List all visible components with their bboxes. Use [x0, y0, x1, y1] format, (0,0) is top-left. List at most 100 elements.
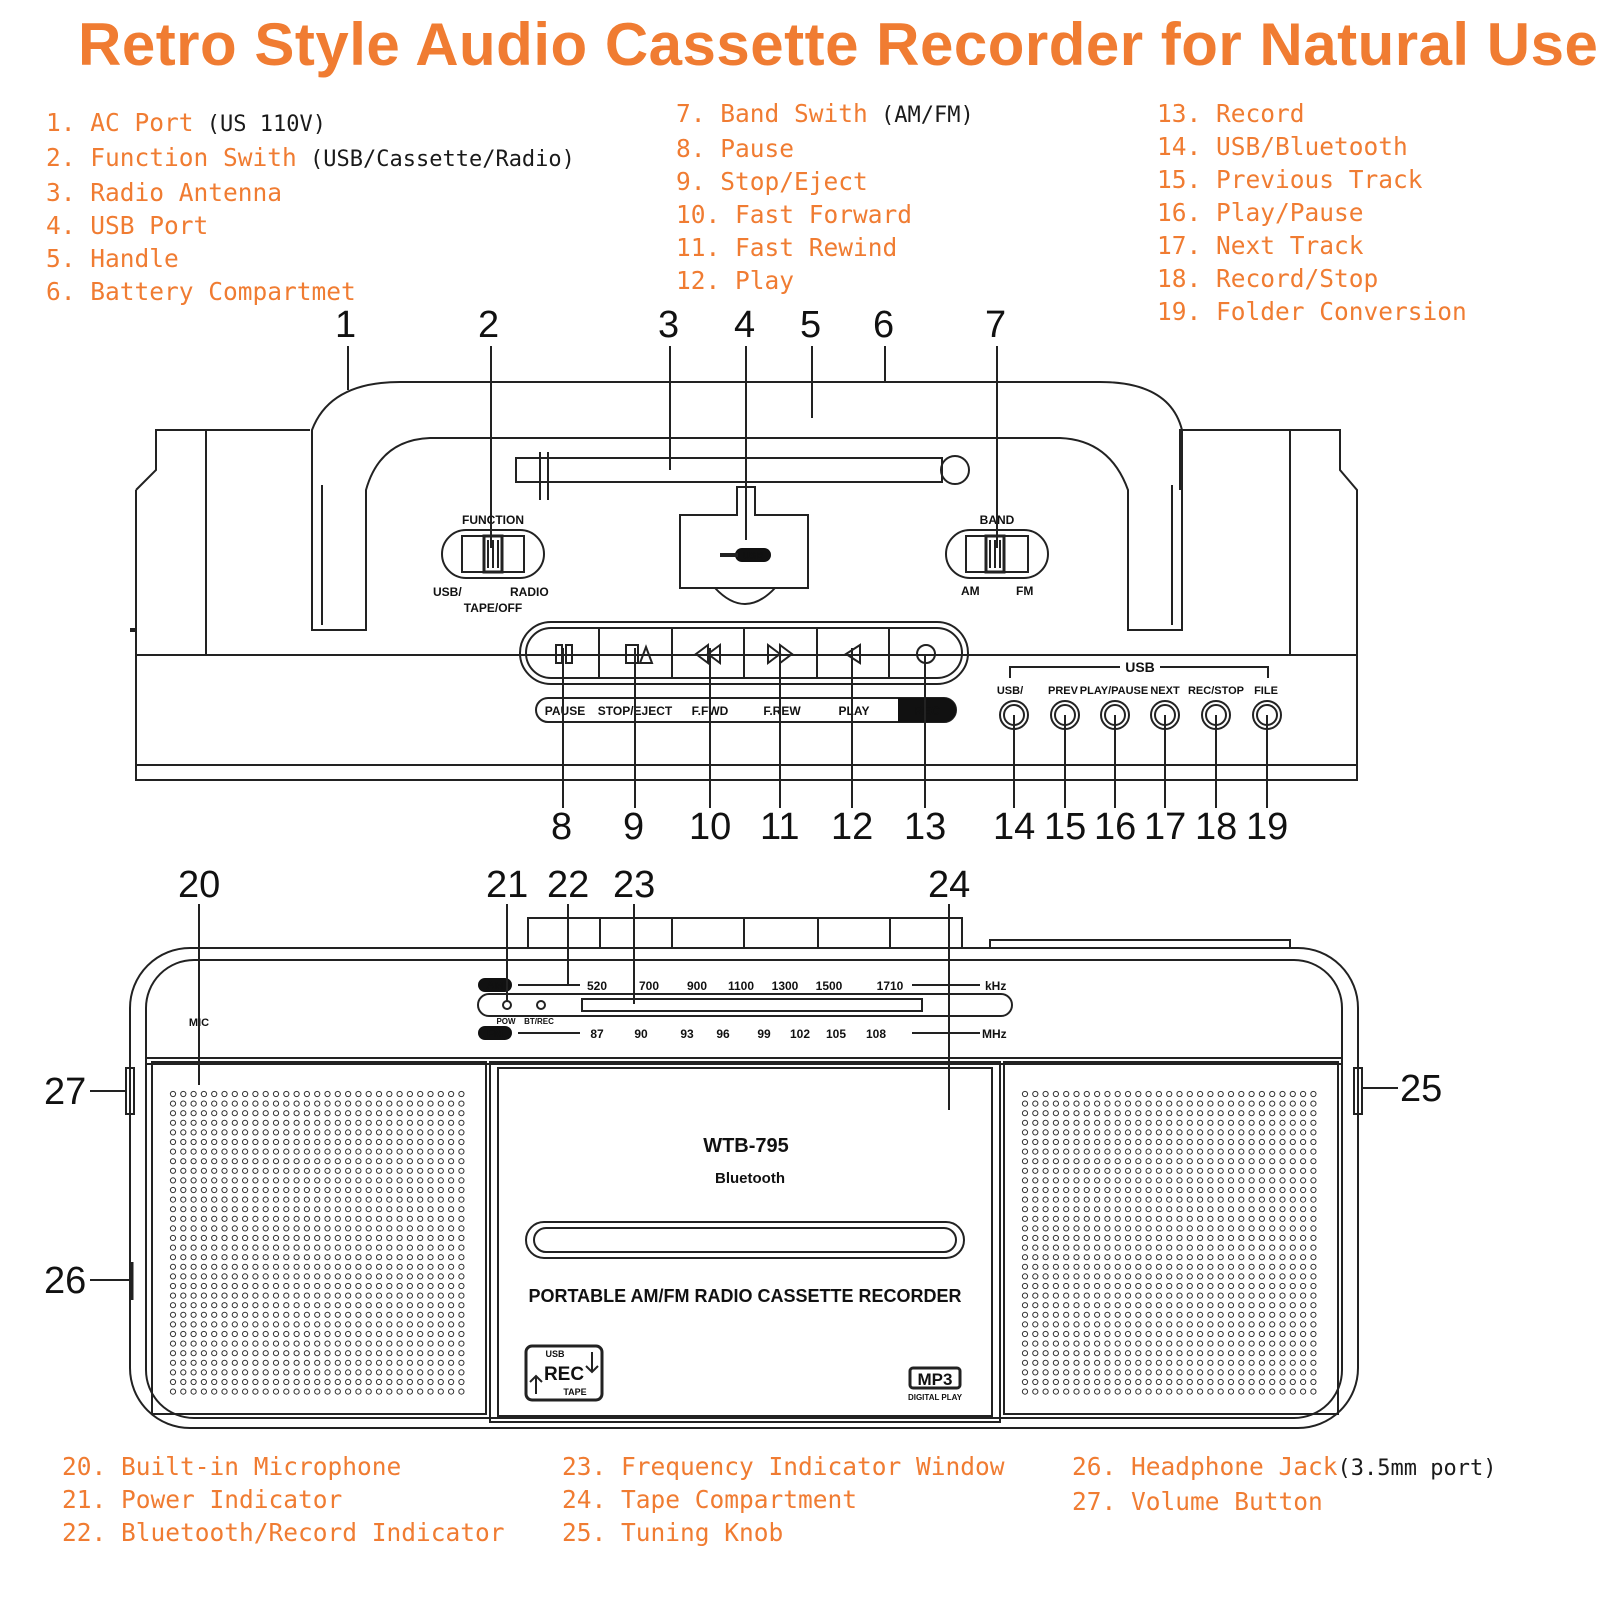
- callout-14: 14: [993, 806, 1036, 848]
- legend-label: 27. Volume Button: [1072, 1487, 1323, 1516]
- callout-4: 4: [734, 304, 756, 346]
- callout-6: 6: [873, 304, 895, 346]
- right-speaker-grille: [1021, 1090, 1317, 1395]
- callout-13: 13: [904, 806, 947, 848]
- legend-label: 22. Bluetooth/Record Indicator: [62, 1518, 505, 1547]
- legend-label: 18. Record/Stop: [1157, 264, 1379, 293]
- svg-text:PREV: PREV: [1048, 685, 1079, 697]
- svg-text:FUNCTION: FUNCTION: [462, 513, 524, 527]
- fast-forward-button: [694, 628, 745, 678]
- svg-text:FILE: FILE: [1254, 685, 1278, 697]
- usb-port[interactable]: [679, 486, 809, 605]
- page-title: Retro Style Audio Cassette Recorder for …: [78, 11, 1601, 78]
- callout-10: 10: [689, 806, 732, 848]
- legend-label: 16. Play/Pause: [1157, 198, 1364, 227]
- legend-item: 21. Power Indicator: [62, 1483, 505, 1516]
- legend-item: 25. Tuning Knob: [562, 1516, 1005, 1549]
- legend-item: 27. Volume Button: [1072, 1485, 1496, 1518]
- power-indicator: [502, 1000, 512, 1010]
- fast-rewind-button: [767, 628, 818, 678]
- legend-label: 1. AC Port: [46, 108, 194, 137]
- left-speaker-grille: [169, 1090, 465, 1395]
- svg-text:NEXT: NEXT: [1150, 685, 1180, 697]
- stop-eject-button: [625, 628, 673, 678]
- callout-2: 2: [478, 304, 500, 346]
- callout-24: 24: [928, 864, 971, 906]
- scale-label: 900: [687, 979, 707, 993]
- handle: [311, 381, 1183, 631]
- legend-item: 5. Handle: [46, 242, 575, 275]
- function-switch[interactable]: [441, 529, 545, 579]
- svg-text:AM: AM: [486, 980, 503, 992]
- scale-label: 1100: [728, 979, 754, 993]
- tuning-knob[interactable]: [1353, 1067, 1363, 1115]
- usb-control-buttons[interactable]: [999, 700, 1282, 730]
- scale-label: 1300: [772, 979, 799, 993]
- legend-label: 2. Function Swith: [46, 143, 297, 172]
- svg-text:PLAY/PAUSE: PLAY/PAUSE: [1080, 685, 1148, 697]
- transport-buttons[interactable]: [519, 621, 969, 685]
- usb-rec-tape-badge: [524, 1344, 604, 1402]
- top-view: FUNCTION USB/ RADIO TAPE/OFF BAND AM FM …: [130, 346, 1358, 808]
- legend-note: (US 110V): [193, 112, 326, 137]
- svg-text:F.REW: F.REW: [763, 704, 801, 718]
- legend-item: 1. AC Port (US 110V): [46, 106, 575, 141]
- legend-label: 24. Tape Compartment: [562, 1485, 858, 1514]
- legend-item: 15. Previous Track: [1157, 163, 1467, 196]
- legend-item: 20. Built-in Microphone: [62, 1450, 505, 1483]
- callout-12: 12: [831, 806, 874, 848]
- svg-text:MP3: MP3: [918, 1370, 953, 1389]
- scale-label: 87: [590, 1027, 604, 1041]
- callout-26: 26: [44, 1260, 87, 1302]
- svg-text:TAPE/OFF: TAPE/OFF: [464, 601, 522, 615]
- legend-note: (3.5mm port): [1337, 1456, 1497, 1481]
- legend-label: 3. Radio Antenna: [46, 178, 283, 207]
- legend-label: 17. Next Track: [1157, 231, 1364, 260]
- legend-item: 22. Bluetooth/Record Indicator: [62, 1516, 505, 1549]
- legend-top-col1: 1. AC Port (US 110V)2. Function Swith (U…: [46, 106, 575, 308]
- svg-text:USB: USB: [545, 1349, 565, 1359]
- legend-label: 9. Stop/Eject: [676, 167, 868, 196]
- svg-text:REC: REC: [914, 704, 940, 718]
- frequency-indicator-window: [477, 993, 1013, 1017]
- svg-text:Bluetooth: Bluetooth: [715, 1170, 785, 1187]
- legend-label: 19. Folder Conversion: [1157, 297, 1467, 326]
- legend-item: 24. Tape Compartment: [562, 1483, 1005, 1516]
- legend-label: 20. Built-in Microphone: [62, 1452, 402, 1481]
- legend-item: 4. USB Port: [46, 209, 575, 242]
- scale-label: 700: [639, 979, 659, 993]
- svg-text:FM: FM: [487, 1028, 503, 1040]
- svg-text:PORTABLE AM/FM RADIO CASSETTE: PORTABLE AM/FM RADIO CASSETTE RECORDER: [528, 1286, 961, 1306]
- callout-25: 25: [1400, 1068, 1443, 1110]
- callout-21: 21: [486, 864, 529, 906]
- legend-label: 6. Battery Compartmet: [46, 277, 356, 306]
- legend-item: 9. Stop/Eject: [676, 165, 974, 198]
- legend-label: 21. Power Indicator: [62, 1485, 343, 1514]
- svg-text:USB/: USB/: [433, 585, 462, 599]
- legend-bottom-col3: 26. Headphone Jack(3.5mm port)27. Volume…: [1072, 1450, 1496, 1518]
- callout-1: 1: [335, 304, 357, 346]
- legend-label: 13. Record: [1157, 99, 1305, 128]
- svg-text:USB/: USB/: [997, 685, 1023, 697]
- tape-compartment[interactable]: [489, 1061, 1001, 1423]
- svg-text:DIGITAL PLAY: DIGITAL PLAY: [908, 1393, 963, 1402]
- scale-label: 99: [757, 1027, 771, 1041]
- scale-label: 93: [680, 1027, 694, 1041]
- svg-text:WTB-795: WTB-795: [703, 1135, 789, 1157]
- legend-label: 8. Pause: [676, 134, 795, 163]
- legend-item: 11. Fast Rewind: [676, 231, 974, 264]
- mp3-badge: [908, 1366, 962, 1390]
- legend-item: 16. Play/Pause: [1157, 196, 1467, 229]
- svg-text:BT/REC: BT/REC: [524, 1017, 554, 1026]
- top-view-labels: FUNCTION USB/ RADIO TAPE/OFF BAND AM FM …: [433, 513, 1278, 718]
- callout-9: 9: [623, 806, 645, 848]
- svg-text:RADIO: RADIO: [510, 585, 549, 599]
- leader-lines-bottom: [90, 904, 1398, 1281]
- legend-note: (USB/Cassette/Radio): [296, 147, 575, 172]
- callout-3: 3: [658, 304, 680, 346]
- svg-text:TAPE: TAPE: [563, 1387, 586, 1397]
- scale-label: 102: [790, 1027, 810, 1041]
